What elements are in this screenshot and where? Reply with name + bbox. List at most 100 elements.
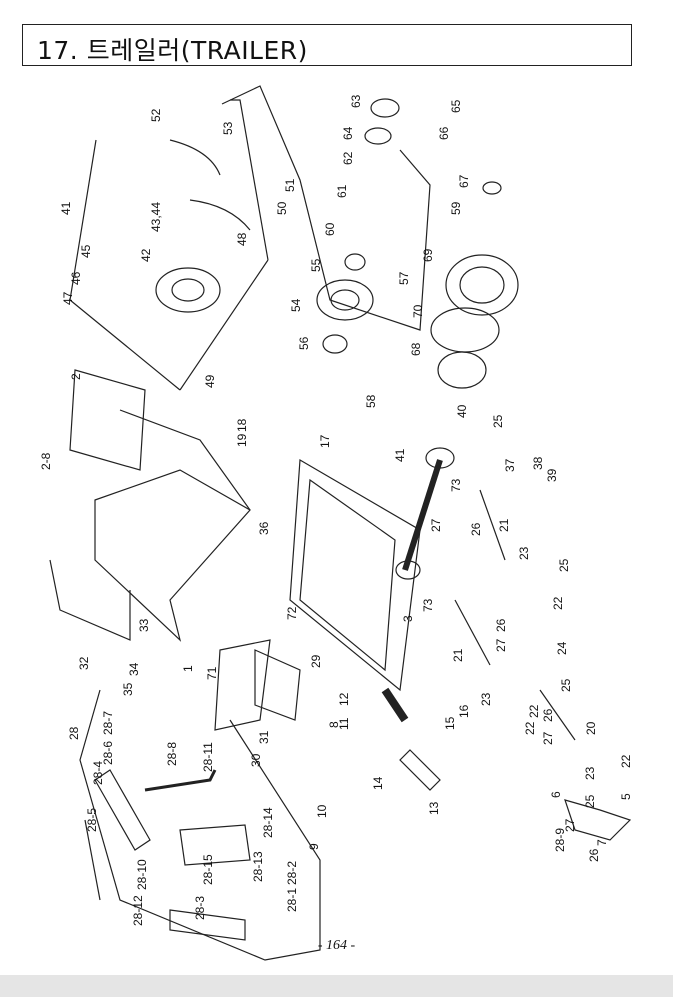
part-label: 2-8 bbox=[39, 452, 53, 470]
part-label: 73 bbox=[449, 478, 463, 492]
drum-hub bbox=[171, 278, 205, 302]
part-label: 25 bbox=[557, 558, 571, 572]
part-label: 22 bbox=[619, 754, 633, 768]
wheel-nut-67 bbox=[482, 181, 502, 195]
wheel-disc bbox=[437, 351, 487, 389]
part-label: 22 bbox=[551, 596, 565, 610]
wheel-hub bbox=[316, 279, 374, 321]
part-label: 26 bbox=[469, 522, 483, 536]
part-label: 31 bbox=[257, 730, 271, 744]
seat-cushion bbox=[214, 639, 271, 731]
part-label: 1 bbox=[181, 665, 195, 672]
part-label: 34 bbox=[127, 662, 141, 676]
bracket-28-12 bbox=[179, 824, 251, 866]
seat-bracket bbox=[254, 649, 301, 721]
part-label: 53 bbox=[221, 121, 235, 135]
part-label: 48 bbox=[235, 232, 249, 246]
hub-bore bbox=[330, 289, 360, 311]
bracket-5 bbox=[564, 799, 632, 841]
brake-group-outline bbox=[69, 99, 269, 391]
part-label: 33 bbox=[137, 618, 151, 632]
part-label: 58 bbox=[364, 394, 378, 408]
part-label: 73 bbox=[421, 598, 435, 612]
part-label: 12 bbox=[337, 692, 351, 706]
part-label: 32 bbox=[77, 656, 91, 670]
part-label: 26 bbox=[587, 848, 601, 862]
part-label: 46 bbox=[69, 271, 83, 285]
part-label: 28 bbox=[67, 726, 81, 740]
part-label: 27 bbox=[429, 518, 443, 532]
part-label: 3 bbox=[401, 615, 415, 622]
part-label: 66 bbox=[437, 126, 451, 140]
tailgate bbox=[69, 369, 146, 471]
bearing-55 bbox=[344, 253, 366, 271]
part-label: 25 bbox=[491, 414, 505, 428]
plate-28-1 bbox=[169, 909, 246, 941]
gasket-64 bbox=[364, 127, 392, 145]
part-label: 28-12 bbox=[131, 895, 145, 926]
part-label: 28-13 bbox=[251, 851, 265, 882]
part-label: 7 bbox=[595, 839, 609, 846]
part-label: 9 bbox=[307, 843, 321, 850]
part-label: 8 bbox=[327, 721, 341, 728]
part-label: 28-11 bbox=[201, 742, 215, 772]
part-label: 10 bbox=[315, 804, 329, 818]
part-label: 65 bbox=[449, 99, 463, 113]
part-label: 22 bbox=[523, 721, 537, 735]
part-label: 2 bbox=[69, 373, 83, 380]
hub-group-outline bbox=[221, 85, 431, 331]
part-label: 23 bbox=[479, 692, 493, 706]
lever-28-4 bbox=[94, 769, 151, 851]
part-label: 28-10 bbox=[135, 859, 149, 890]
part-label: 23 bbox=[583, 766, 597, 780]
rod-28-9 bbox=[84, 819, 101, 901]
part-label: 28-4 bbox=[91, 761, 105, 785]
part-label: 28-7 bbox=[101, 711, 115, 735]
part-label: 23 bbox=[517, 546, 531, 560]
rim-plate bbox=[430, 307, 500, 353]
tire bbox=[445, 254, 519, 316]
bearing-56 bbox=[322, 334, 348, 354]
hub-cap-63 bbox=[370, 98, 400, 118]
part-label: 57 bbox=[397, 271, 411, 285]
part-label: 28-3 bbox=[193, 896, 207, 920]
part-label: 72 bbox=[285, 606, 299, 620]
cargo-box-top bbox=[119, 409, 251, 511]
tire-inner bbox=[459, 266, 505, 304]
part-label: 28-9 bbox=[553, 828, 567, 852]
brake-shoe-upper bbox=[169, 139, 221, 176]
part-label: 63 bbox=[349, 94, 363, 108]
part-label: 28-8 bbox=[165, 742, 179, 766]
part-label: 50 bbox=[275, 201, 289, 215]
part-label: 41 bbox=[393, 448, 407, 462]
part-label: 54 bbox=[289, 298, 303, 312]
part-label: 60 bbox=[323, 222, 337, 236]
part-label: 41 bbox=[59, 201, 73, 215]
part-label: 62 bbox=[341, 151, 355, 165]
part-label: 43,44 bbox=[149, 202, 163, 232]
drawbar bbox=[381, 687, 409, 723]
seat-frame bbox=[49, 559, 131, 641]
part-label: 27 bbox=[494, 638, 508, 652]
part-label: 25 bbox=[583, 794, 597, 808]
brake-shoe-lower bbox=[189, 199, 251, 231]
axle-hub-left bbox=[395, 560, 421, 580]
group-28-outline bbox=[79, 689, 321, 961]
part-label: 20 bbox=[584, 721, 598, 735]
part-label: 35 bbox=[121, 682, 135, 696]
part-label: 28-1 bbox=[285, 888, 299, 912]
part-label: 40 bbox=[455, 404, 469, 418]
part-labels: 52 53 63 64 62 65 66 61 51 50 43,44 48 6… bbox=[39, 94, 633, 926]
part-label: 29 bbox=[309, 654, 323, 668]
part-label: 64 bbox=[341, 126, 355, 140]
part-label: 6 bbox=[549, 791, 563, 798]
part-label: 15 bbox=[443, 716, 457, 730]
spring-rod-21-lower bbox=[479, 489, 506, 561]
part-label: 14 bbox=[371, 776, 385, 790]
page-title: 17. 트레일러(TRAILER) bbox=[37, 36, 308, 65]
part-label: 49 bbox=[203, 374, 217, 388]
part-label: 13 bbox=[427, 801, 441, 815]
part-label: 28-15 bbox=[201, 854, 215, 885]
handle-28-8 bbox=[144, 769, 217, 792]
